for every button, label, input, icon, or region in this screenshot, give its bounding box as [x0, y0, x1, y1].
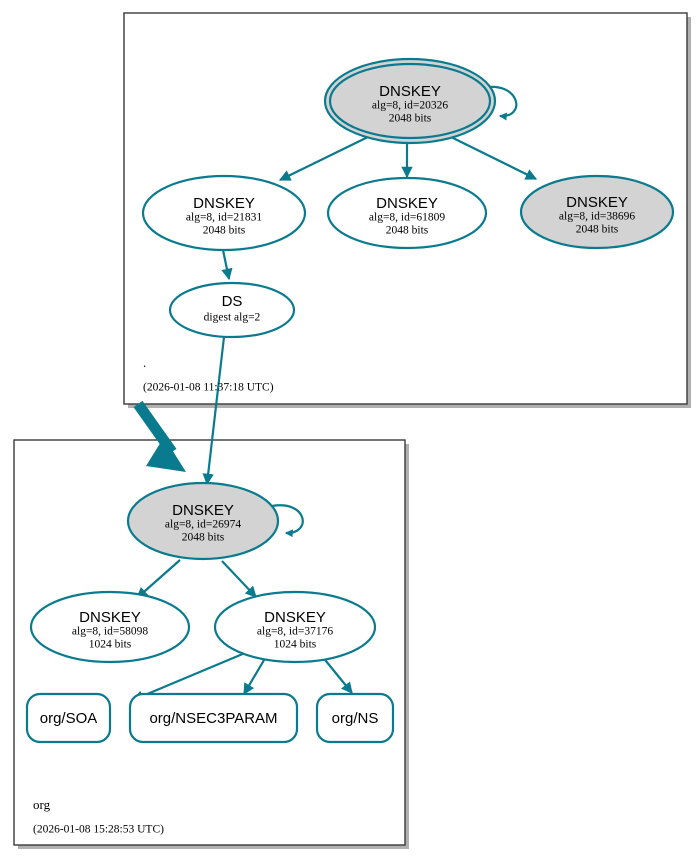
edge-26974-to-37176 — [221, 560, 257, 598]
node-ellipse — [168, 281, 296, 339]
node-ellipse — [141, 174, 307, 252]
zone-label-org: org — [33, 797, 51, 812]
node-dnskey-58098[interactable]: DNSKEY alg=8, id=58098 1024 bits — [29, 590, 191, 664]
node-key-size: 2048 bits — [576, 224, 619, 236]
edge-37176-to-nsec3param — [243, 654, 268, 695]
node-key-info: alg=8, id=26974 — [165, 519, 241, 531]
edge-37176-to-soa — [131, 651, 246, 702]
zone-timestamp-root: (2026-01-08 11:37:18 UTC) — [143, 382, 274, 394]
node-title: DNSKEY — [79, 609, 141, 626]
rrset-box — [25, 692, 112, 744]
edge-group-org — [131, 559, 353, 702]
node-title: DNSKEY — [172, 502, 234, 519]
node-ellipse — [519, 174, 675, 250]
node-rrset-org-ns[interactable]: org/NS — [315, 692, 395, 744]
edge-group-root — [221, 134, 538, 281]
edge-20326-to-38696 — [448, 135, 538, 180]
node-title: DNSKEY — [376, 195, 438, 212]
node-key-info: alg=8, id=37176 — [257, 626, 333, 638]
node-ds-org[interactable]: DS digest alg=2 — [168, 281, 296, 339]
node-dnskey-21831[interactable]: DNSKEY alg=8, id=21831 2048 bits — [141, 174, 307, 252]
node-key-size: 1024 bits — [89, 639, 132, 651]
node-ellipse — [213, 590, 377, 664]
node-key-info: alg=8, id=58098 — [72, 626, 148, 638]
node-key-info: alg=8, id=21831 — [186, 212, 262, 224]
rrset-label: org/SOA — [40, 710, 98, 727]
node-rrset-org-soa[interactable]: org/SOA — [25, 692, 112, 744]
edge-self-loop-root-ksk — [481, 85, 518, 121]
edge-zone-delegation-root-to-org — [133, 400, 186, 472]
node-rrset-org-nsec3param[interactable]: org/NSEC3PARAM — [128, 692, 299, 744]
edge-ds-to-org-ksk — [202, 336, 226, 486]
node-ellipse — [29, 590, 191, 664]
node-dnskey-37176[interactable]: DNSKEY alg=8, id=37176 1024 bits — [213, 590, 377, 664]
node-title: DNSKEY — [379, 83, 441, 100]
rrset-label: org/NSEC3PARAM — [149, 710, 277, 727]
node-title: DNSKEY — [264, 609, 326, 626]
edge-26974-to-58098 — [136, 559, 181, 599]
node-title: DNSKEY — [566, 194, 628, 211]
node-dnskey-26974[interactable]: DNSKEY alg=8, id=26974 2048 bits — [126, 481, 280, 561]
edge-21831-to-ds — [221, 249, 233, 281]
node-dnskey-38696[interactable]: DNSKEY alg=8, id=38696 2048 bits — [519, 174, 675, 250]
edge-self-loop-org-ksk — [271, 504, 304, 538]
node-key-size: 2048 bits — [182, 532, 225, 544]
node-dnskey-61809[interactable]: DNSKEY alg=8, id=61809 2048 bits — [326, 176, 488, 250]
node-title: DNSKEY — [193, 195, 255, 212]
node-key-info: alg=8, id=61809 — [369, 212, 445, 224]
node-key-size: 2048 bits — [389, 113, 432, 125]
node-key-size: 2048 bits — [203, 225, 246, 237]
node-key-info: alg=8, id=20326 — [372, 100, 448, 112]
node-key-info: alg=8, id=38696 — [559, 211, 635, 223]
node-ellipse — [126, 481, 280, 561]
node-digest-info: digest alg=2 — [204, 312, 261, 324]
rrset-box — [128, 692, 299, 744]
node-dnskey-20326[interactable]: DNSKEY alg=8, id=20326 2048 bits — [323, 57, 497, 145]
zone-label-root: . — [143, 355, 146, 370]
node-key-size: 1024 bits — [274, 639, 317, 651]
zone-timestamp-org: (2026-01-08 15:28:53 UTC) — [33, 824, 164, 836]
rrset-box — [315, 692, 395, 744]
node-title: DS — [222, 293, 243, 310]
node-ellipse — [326, 176, 488, 250]
edge-20326-to-21831 — [278, 134, 373, 181]
node-key-size: 2048 bits — [386, 225, 429, 237]
node-inner-ellipse — [328, 62, 492, 140]
rrset-label: org/NS — [332, 710, 379, 727]
